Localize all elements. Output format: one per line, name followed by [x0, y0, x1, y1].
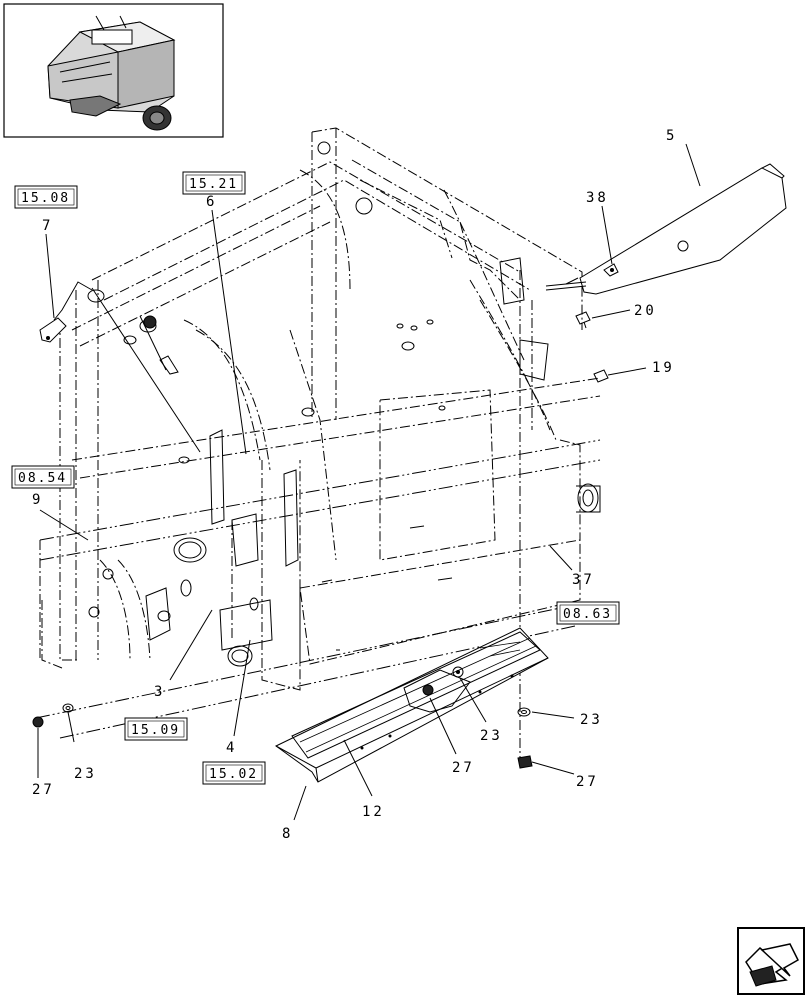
nut-part-27-left: [32, 716, 44, 728]
callout-38[interactable]: 38: [586, 190, 609, 206]
next-page-arrow-icon: [745, 943, 799, 987]
ref-box-15-02[interactable]: 15.02: [202, 761, 266, 785]
top-shield-part-5: [545, 163, 787, 295]
washer-part-23-right: [517, 707, 531, 717]
callout-4[interactable]: 4: [226, 740, 237, 756]
callout-27-right[interactable]: 27: [576, 774, 599, 790]
ref-box-08-63[interactable]: 08.63: [556, 601, 620, 625]
callout-9[interactable]: 9: [32, 492, 43, 508]
callout-8[interactable]: 8: [282, 826, 293, 842]
ref-box-08-54[interactable]: 08.54: [11, 465, 75, 489]
ref-15-08-label: 15.08: [21, 191, 70, 206]
callout-7[interactable]: 7: [42, 218, 53, 234]
overview-thumbnail[interactable]: [3, 3, 224, 138]
callout-5[interactable]: 5: [666, 128, 677, 144]
ref-box-15-21[interactable]: 15.21: [182, 171, 246, 195]
callout-23-mid[interactable]: 23: [480, 728, 503, 744]
callout-3[interactable]: 3: [154, 684, 165, 700]
ref-box-15-09[interactable]: 15.09: [124, 717, 188, 741]
callout-27-left[interactable]: 27: [32, 782, 55, 798]
ref-15-21-label: 15.21: [189, 177, 238, 192]
callout-27-mid[interactable]: 27: [452, 760, 475, 776]
callout-37[interactable]: 37: [572, 572, 595, 588]
bolt-part-20: [575, 311, 591, 329]
ref-box-15-08[interactable]: 15.08: [14, 185, 78, 209]
bottom-guard-plate: [275, 627, 549, 783]
callout-12[interactable]: 12: [362, 804, 385, 820]
tension-rod-assembly: [39, 281, 201, 453]
callout-6[interactable]: 6: [206, 194, 217, 210]
ref-08-54-label: 08.54: [18, 471, 67, 486]
callout-labels: 38 5 20 19 7 6 9 37 3 4 23 27 8 12 27 23…: [32, 128, 677, 842]
ref-15-02-label: 15.02: [209, 767, 258, 782]
reference-boxes: 15.08 15.21 08.54 08.63 15.09 15.02: [11, 171, 620, 785]
ref-15-09-label: 15.09: [131, 723, 180, 738]
nut-part-27-right: [517, 755, 533, 769]
ref-08-63-label: 08.63: [563, 607, 612, 622]
callout-23-left[interactable]: 23: [74, 766, 97, 782]
bolt-part-19: [593, 369, 609, 383]
frame-details: [87, 141, 601, 667]
callout-20[interactable]: 20: [634, 303, 657, 319]
next-page-button[interactable]: [737, 927, 805, 995]
baler-overview-thumbnail: [47, 15, 176, 131]
callout-19[interactable]: 19: [652, 360, 675, 376]
callout-23-right[interactable]: 23: [580, 712, 603, 728]
baler-frame-phantom: [35, 127, 601, 760]
leader-lines: [37, 143, 701, 821]
